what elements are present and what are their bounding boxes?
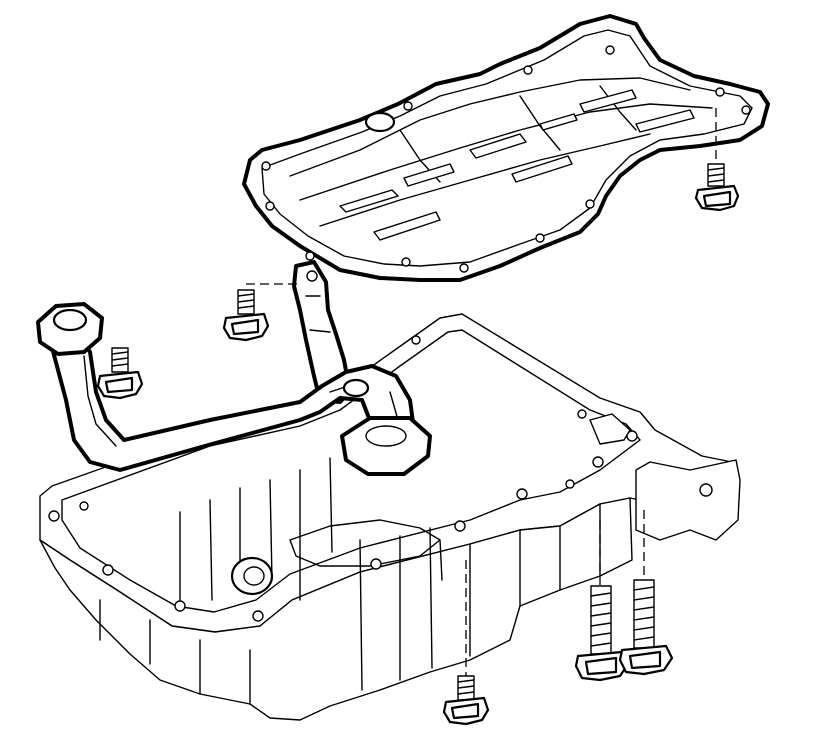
pick-up-tube-bolt: [96, 347, 144, 400]
baffle-plate-panels: [289, 77, 713, 227]
oil-pan-ribs: [99, 457, 601, 705]
bracket-bolt: [222, 283, 300, 342]
flange-bolt-icon: [222, 289, 270, 342]
oil-pan-boss-inner: [243, 566, 265, 586]
flange-bolt-icon: [96, 347, 144, 400]
oil-pan-boss: [230, 556, 274, 596]
baffle-plate-bolt-holes: [261, 45, 751, 273]
oil-pan-body: [39, 497, 633, 721]
baffle-plate-large-hole: [364, 111, 396, 133]
oil-pan-long-bolts: [574, 510, 674, 682]
baffle-bolt: [694, 108, 740, 212]
oil-pan-right-bracket: [635, 459, 741, 541]
long-bolt-icon: [618, 579, 674, 676]
oil-pan-bolt-holes: [48, 335, 638, 622]
oil-pan-right-bracket-hole: [699, 483, 713, 497]
oil-pick-up-tube: [36, 302, 432, 476]
oil-pan-short-bolt: [442, 560, 490, 726]
flange-bolt-icon: [442, 675, 490, 726]
baffle-plate-rim: [261, 29, 753, 267]
pick-up-tube-flange-port: [52, 308, 88, 332]
flange-bolt-icon: [694, 163, 740, 212]
oil-pan-tab: [589, 413, 631, 445]
baffle-plate-slots: [339, 89, 695, 241]
pick-up-tube-outlet: [342, 378, 370, 398]
long-bolt-icon: [574, 585, 630, 682]
oil-pan-sump: [289, 519, 443, 601]
oil-pan-baffle-plate: [242, 14, 770, 282]
